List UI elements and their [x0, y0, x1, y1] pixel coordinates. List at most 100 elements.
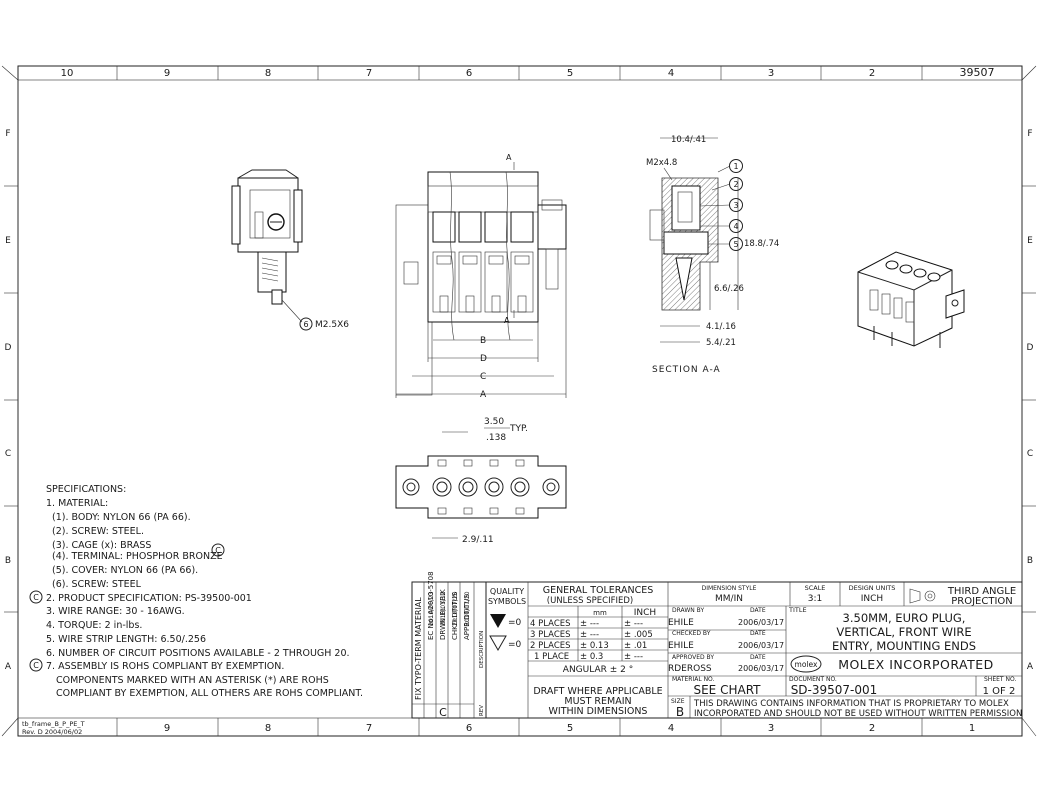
rev-date: 2010/07/20: [464, 591, 471, 626]
section-view: 10.4/.41 M2x4.8 18.8/.74 6.6/.26 4.1/.16…: [646, 135, 779, 375]
tol-angular: ANGULAR ± 2 °: [563, 665, 633, 675]
spec-line: (3). CAGE (x): BRASS: [52, 540, 151, 551]
tol-title: GENERAL TOLERANCES: [543, 585, 654, 596]
description-label: DESCRIPTION: [479, 631, 485, 668]
size: B: [676, 705, 684, 719]
rev-mark-circle: [29, 658, 43, 672]
title-line: ENTRY, MOUNTING ENDS: [832, 639, 976, 653]
date-label: DATE: [750, 654, 766, 661]
drawn-by: EHILE: [668, 618, 694, 628]
tol-sub: (UNLESS SPECIFIED): [547, 596, 633, 606]
rev-col: CHKD:DTITUS: [451, 591, 459, 640]
spec-line: COMPONENTS MARKED WITH AN ASTERISK (*) A…: [56, 675, 329, 686]
zone-row: F: [1027, 129, 1032, 139]
title-line: VERTICAL, FRONT WIRE: [836, 625, 971, 639]
bottom-view: 3.50 .138 TYP. 2.9/.11: [395, 417, 567, 545]
quality-eq: =0: [508, 640, 522, 650]
spec-line: 3. WIRE RANGE: 30 - 16AWG.: [46, 606, 185, 617]
section-marker-bottom: A: [504, 316, 510, 325]
spec-line: (5). COVER: NYLON 66 (PA 66).: [52, 565, 198, 576]
zone-col: 6: [466, 723, 472, 734]
balloon-4: [729, 219, 743, 233]
checked-by: EHILE: [668, 641, 694, 651]
dim-c: C: [480, 372, 486, 382]
tol-places: 4 PLACES: [530, 619, 571, 629]
balloon-number: 6: [303, 320, 308, 329]
scale-label: SCALE: [805, 584, 826, 592]
zone-col: 4: [668, 723, 674, 734]
tol-places: 2 PLACES: [530, 641, 571, 651]
quality-label: QUALITY: [490, 587, 524, 596]
rev-mark-circle: [29, 590, 43, 604]
balloon-number: 2: [733, 180, 738, 189]
date-label: DATE: [750, 607, 766, 614]
spec-heading: SPECIFICATIONS:: [46, 484, 126, 495]
balloon-number: 1: [733, 162, 738, 171]
section-marker-top: A: [506, 153, 512, 162]
drawn-by-label: DRAWN BY: [672, 607, 704, 614]
zone-row: E: [5, 236, 11, 246]
zone-row: D: [5, 343, 12, 353]
balloon-1: [729, 159, 743, 173]
front-view: A A B D C A: [395, 153, 567, 400]
tol-mm-value: ± 0.3: [580, 652, 603, 662]
revision-block: FIX TYPO-TERM MATERIAL EC No: A2010-5708…: [411, 571, 487, 719]
rev-label: REV: [479, 705, 485, 716]
design-units: INCH: [861, 594, 883, 604]
title-label: TITLE: [788, 606, 807, 614]
tol-inch: INCH: [634, 608, 656, 618]
document-no-label: DOCUMENT NO.: [789, 676, 837, 683]
isometric-view: [857, 251, 965, 348]
tol-mm-value: ± ---: [580, 619, 599, 629]
zone-col: 4: [668, 68, 674, 79]
quality-eq: =0: [508, 618, 522, 628]
balloon-2: [729, 177, 743, 191]
zone-row: E: [1027, 236, 1033, 246]
zone-row: C: [1027, 449, 1033, 459]
zone-col: 8: [265, 723, 271, 734]
dim-style-label: DIMENSION STYLE: [702, 585, 757, 592]
rev-letter: C: [439, 706, 447, 719]
spec-line: (4). TERMINAL: PHOSPHOR BRONZE: [52, 551, 223, 562]
dim-section-screw: M2x4.8: [646, 158, 677, 168]
rev-mark: C: [215, 546, 221, 555]
zone-col: 9: [164, 68, 170, 79]
material-no: SEE CHART: [693, 683, 761, 697]
rev-col: EC No: A2010-5708: [427, 571, 435, 640]
approved-by-label: APPROVED BY: [672, 654, 714, 661]
projection: THIRD ANGLE: [947, 586, 1016, 597]
zone-col: 6: [466, 68, 472, 79]
zone-col: 5: [567, 723, 573, 734]
company-name: MOLEX INCORPORATED: [838, 657, 994, 672]
zone-col: 10: [61, 68, 74, 79]
document-no: SD-39507-001: [791, 683, 878, 697]
quality-triangle-open-icon: [489, 635, 507, 652]
tol-inch-value: ± .01: [624, 641, 647, 651]
dim-section-mid: 6.6/.26: [714, 284, 744, 294]
tol-places: 3 PLACES: [530, 630, 571, 640]
zone-col: 3: [768, 68, 774, 79]
zone-col: 5: [567, 68, 573, 79]
sheet-no-label: SHEET NO.: [984, 676, 1016, 683]
dim-a: A: [480, 390, 487, 400]
date-label: DATE: [750, 630, 766, 637]
tol-mm-value: ± ---: [580, 630, 599, 640]
spec-line: (1). BODY: NYLON 66 (PA 66).: [52, 512, 191, 523]
pitch-dim-inch: .138: [486, 433, 506, 443]
balloon-number: 3: [733, 201, 738, 210]
tol-mm-value: ± 0.13: [580, 641, 609, 651]
dim-style: MM/IN: [715, 594, 743, 604]
zone-col: 8: [265, 68, 271, 79]
scale: 3:1: [808, 594, 822, 604]
zone-row: A: [5, 662, 12, 672]
draft-note: WITHIN DIMENSIONS: [549, 706, 648, 717]
zone-col: 7: [366, 68, 372, 79]
checked-by-label: CHECKED BY: [672, 630, 711, 637]
width-dim: 2.9/.11: [462, 535, 494, 545]
spec-line: 6. NUMBER OF CIRCUIT POSITIONS AVAILABLE…: [46, 648, 350, 659]
rev-date: 2010/03/12: [440, 591, 447, 626]
draft-note: MUST REMAIN: [564, 696, 631, 707]
balloon-5: [729, 237, 743, 251]
approved-date: 2006/03/17: [738, 664, 784, 673]
